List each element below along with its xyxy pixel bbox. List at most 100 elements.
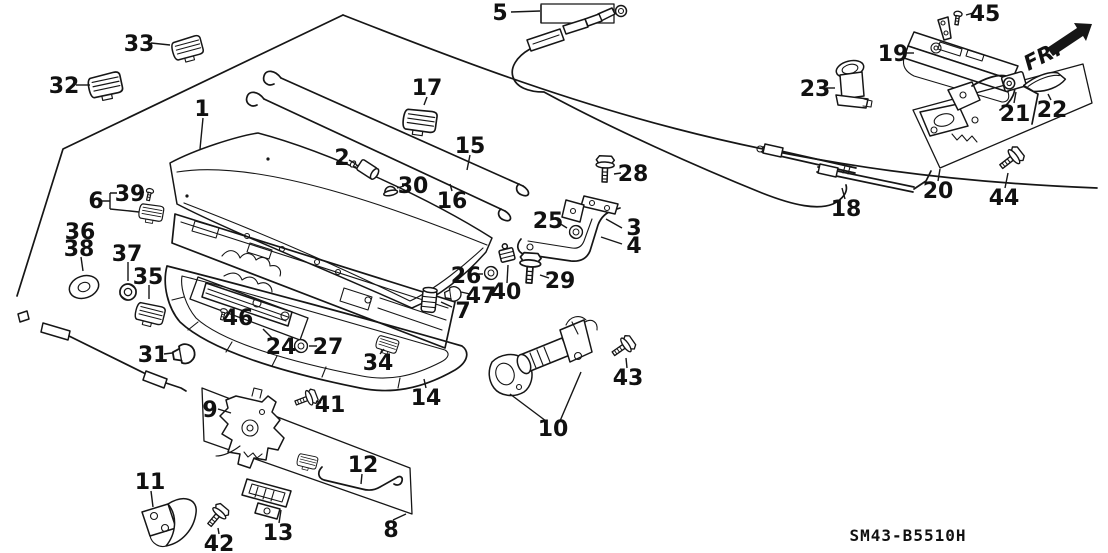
leader-line-13 xyxy=(278,509,282,524)
part-label-36: 36 xyxy=(65,220,96,245)
part-1-trunk-lid-panel xyxy=(169,132,493,309)
part-27-nut xyxy=(293,338,309,354)
leader-line-25 xyxy=(558,222,568,229)
part-label-16: 16 xyxy=(437,189,468,214)
part-label-24: 24 xyxy=(266,335,297,360)
leader-line-34 xyxy=(379,348,385,355)
leader-line-42 xyxy=(217,527,220,535)
part-2-sleeve xyxy=(356,159,380,180)
part-13-latch-striker xyxy=(241,478,292,520)
leader-line-8 xyxy=(392,513,407,521)
part-36-38-grommet xyxy=(68,274,100,300)
part-label-25: 25 xyxy=(533,209,564,234)
part-label-15: 15 xyxy=(455,134,486,159)
part-label-42: 42 xyxy=(204,532,235,553)
label-brackets xyxy=(102,5,542,213)
leader-line-12 xyxy=(360,473,363,485)
part-label-40: 40 xyxy=(491,280,522,305)
part-label-32: 32 xyxy=(49,74,80,99)
part-7-cushion xyxy=(420,286,438,314)
part-21-clip-nut xyxy=(1000,71,1027,93)
part-label-9: 9 xyxy=(202,398,217,423)
part-26-nut xyxy=(483,265,499,281)
part-label-29: 29 xyxy=(545,269,576,294)
body-outline-lines xyxy=(16,14,1098,297)
part-label-38: 38 xyxy=(64,237,95,262)
part-29-bolt xyxy=(517,251,543,285)
leader-line-38 xyxy=(80,256,84,272)
part-19-license-garnish xyxy=(902,31,1019,103)
part-14-weatherstrip-seal xyxy=(164,265,468,392)
part-label-46: 46 xyxy=(223,306,254,331)
part-39-screw xyxy=(143,187,155,202)
leader-line-3 xyxy=(605,218,623,229)
part-9-trunk-latch xyxy=(215,387,285,469)
leader-line-1 xyxy=(199,117,204,150)
part-23-cylinder-housing xyxy=(835,59,873,109)
part-label-21: 21 xyxy=(1000,102,1031,127)
leader-line-20 xyxy=(937,168,941,182)
part-4-stay-bracket xyxy=(517,195,621,262)
part-44-bolt xyxy=(995,143,1027,175)
leader-line-17 xyxy=(423,96,428,106)
part-label-13: 13 xyxy=(263,521,294,546)
leader-line-10 xyxy=(509,393,547,422)
part-label-41: 41 xyxy=(315,393,346,418)
part-label-20: 20 xyxy=(923,179,954,204)
part-17-cable-clip xyxy=(400,106,439,139)
fr-direction-indicator: FR. xyxy=(1020,23,1092,76)
part-label-43: 43 xyxy=(613,366,644,391)
leader-line-33 xyxy=(150,42,171,46)
part-42-bolt xyxy=(202,501,232,531)
part-5-opener-cable-assembly xyxy=(526,3,628,52)
trunk-lid-inner-panel xyxy=(171,213,456,349)
leader-line-22 xyxy=(1047,93,1052,101)
part-label-44: 44 xyxy=(989,186,1020,211)
part-label-5: 5 xyxy=(492,1,507,26)
diagram-code: SM43-B5510H xyxy=(850,526,967,545)
leader-line-5 xyxy=(510,10,541,13)
leader-line-39 xyxy=(137,191,145,194)
leader-line-43 xyxy=(625,357,628,369)
part-label-35: 35 xyxy=(133,265,164,290)
part-label-28: 28 xyxy=(618,162,649,187)
fr-arrow-icon xyxy=(1047,23,1092,56)
leader-line-15 xyxy=(466,154,471,171)
part-35-clip xyxy=(132,300,167,330)
part-label-7: 7 xyxy=(455,299,470,324)
leader-line-40 xyxy=(506,264,509,284)
leader-line-21 xyxy=(1013,91,1017,104)
part-31-opener-cable xyxy=(17,310,187,392)
part-32-harness-clip xyxy=(85,70,126,104)
leader-line-2 xyxy=(348,159,357,165)
part-31-grommet xyxy=(170,341,198,367)
part-16-torsion-bar-lower xyxy=(245,91,512,222)
part-10-lock-cylinder xyxy=(488,316,598,397)
part-label-23: 23 xyxy=(800,77,831,102)
leader-line-47 xyxy=(460,291,471,295)
part-18-cable-run xyxy=(511,48,932,208)
part-label-34: 34 xyxy=(363,351,394,376)
leader-line-9 xyxy=(217,408,232,414)
part-label-37: 37 xyxy=(112,242,143,267)
part-22-opener-lever xyxy=(1022,71,1067,93)
part-45-bracket xyxy=(937,16,952,41)
group-box-latch-parts xyxy=(201,387,413,515)
part-label-47: 47 xyxy=(466,284,497,309)
part-label-1: 1 xyxy=(194,97,209,122)
part-label-27: 27 xyxy=(313,335,344,360)
rod-clip xyxy=(295,452,319,473)
leader-line-41 xyxy=(315,400,322,404)
part-40-clip xyxy=(498,243,516,263)
group-box-latch-assembly xyxy=(912,63,1093,169)
part-label-10: 10 xyxy=(538,417,569,442)
part-45-screw xyxy=(951,10,964,26)
part-label-8: 8 xyxy=(383,518,398,543)
leader-line-28 xyxy=(613,172,622,175)
part-label-18: 18 xyxy=(831,197,862,222)
leader-line-11 xyxy=(150,490,154,508)
part-label-19: 19 xyxy=(878,42,909,67)
